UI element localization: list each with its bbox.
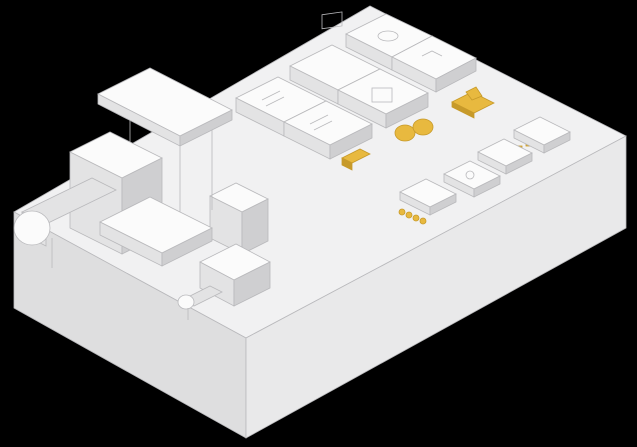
- small-press-machine: [199, 182, 271, 307]
- symbol-plate: [399, 178, 457, 216]
- cylinder-motor: [13, 177, 117, 268]
- small-cylinder-motor: [177, 285, 223, 320]
- slot-plate-large: [513, 116, 571, 154]
- ring-plate: [443, 160, 501, 198]
- platform-right-face: [245, 135, 627, 439]
- socket-die-b: [337, 68, 429, 129]
- gold-clip-part: [341, 148, 371, 171]
- gold-bead-row: [398, 208, 427, 225]
- press-machine: [69, 67, 233, 267]
- slot-plate-medium: [477, 138, 533, 175]
- gold-double-tab-part: [394, 118, 434, 142]
- square-slot-die: [391, 35, 477, 93]
- slotted-die-b: [283, 100, 373, 160]
- gold-bracket-part: [451, 86, 495, 119]
